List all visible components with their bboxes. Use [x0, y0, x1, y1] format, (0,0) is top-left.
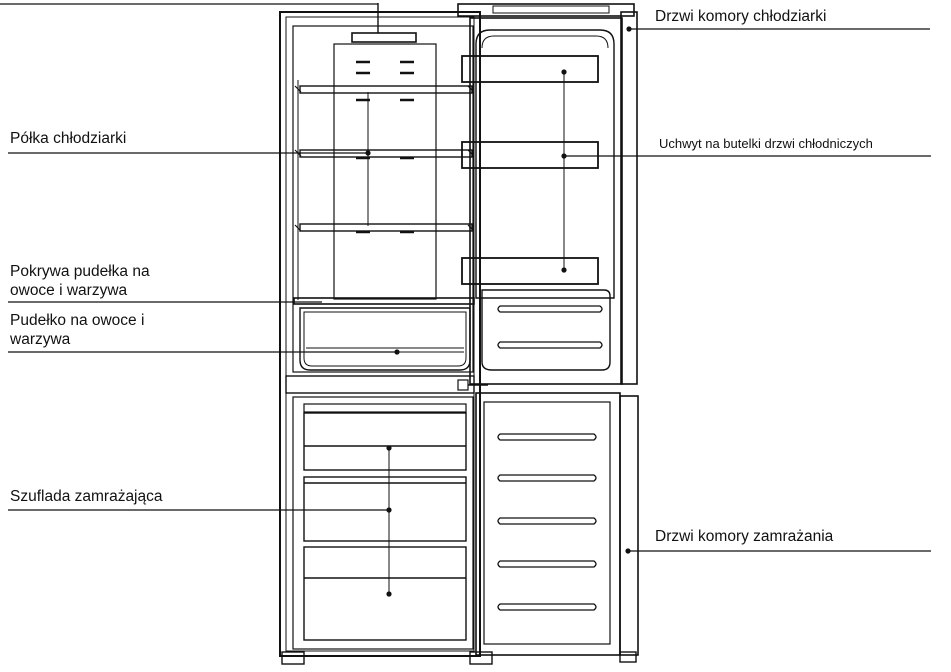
fridge-shelves	[299, 85, 473, 234]
label-fridge-shelf: Półka chłodziarki	[10, 130, 127, 147]
divider	[285, 375, 488, 394]
cabinet	[279, 3, 481, 657]
label-freezer-drawer: Szuflada zamrażająca	[10, 488, 163, 505]
leader-lines	[0, 3, 931, 552]
callout-dots	[365, 26, 632, 597]
label-bottle-holder: Uchwyt na butelki drzwi chłodniczych	[659, 136, 873, 151]
feet	[281, 651, 637, 665]
crisper	[293, 297, 475, 371]
label-crisper-box-line1: Pudełko na owoce i	[10, 312, 145, 329]
label-crisper-cover-line2: owoce i warzywa	[10, 282, 128, 299]
label-freezer-door: Drzwi komory zamrażania	[655, 528, 834, 545]
freezer-door	[475, 392, 639, 656]
fridge-door	[457, 3, 638, 385]
label-fridge-door: Drzwi komory chłodziarki	[655, 8, 827, 25]
label-crisper-box-line2: warzywa	[10, 331, 71, 348]
freezer-compartment	[292, 396, 474, 650]
label-crisper-cover-line1: Pokrywa pudełka na	[10, 263, 150, 280]
